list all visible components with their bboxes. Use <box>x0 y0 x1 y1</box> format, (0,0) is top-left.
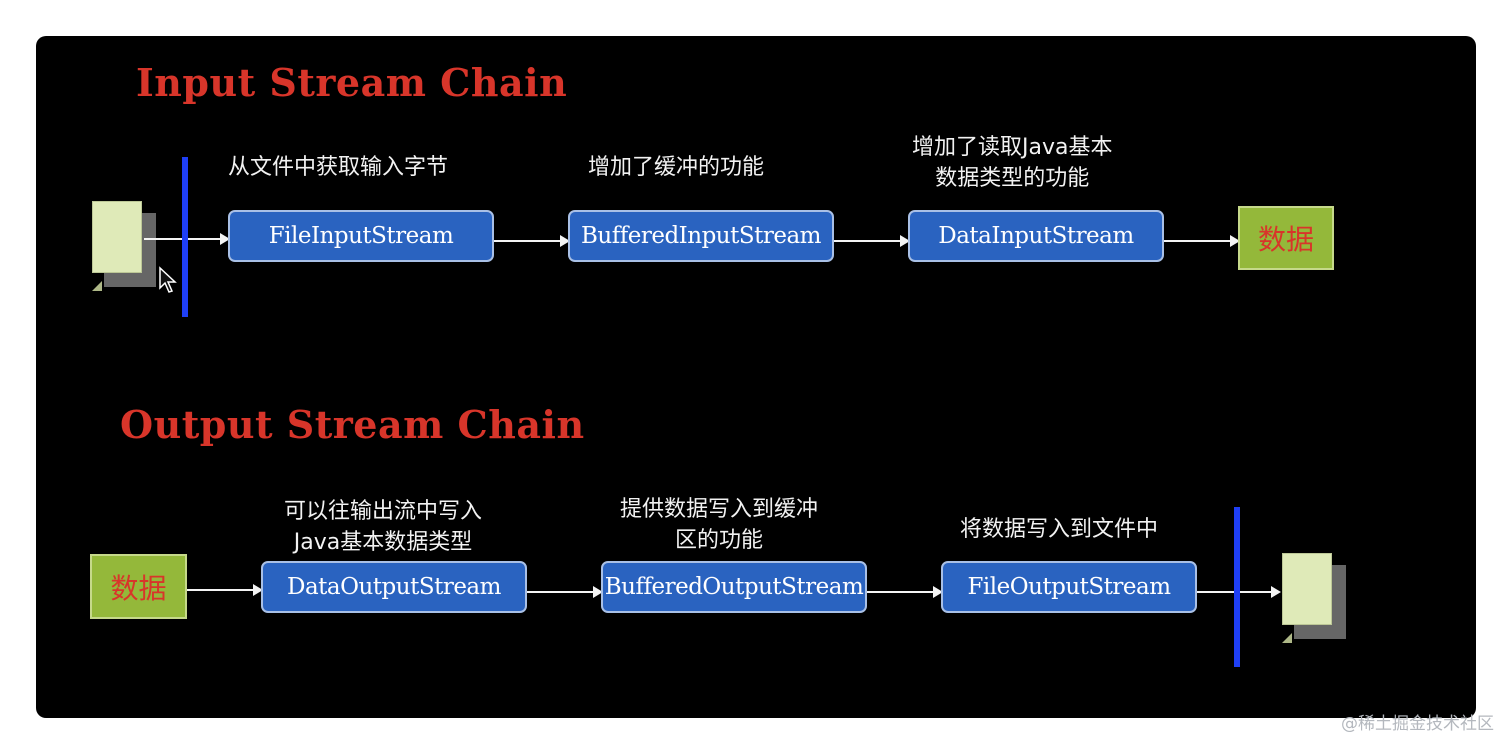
source-file-document-icon <box>92 201 156 291</box>
bufferedoutputstream-box: BufferedOutputStream <box>601 561 867 613</box>
input-caption-file: 从文件中获取输入字节 <box>228 155 449 180</box>
dataoutputstream-box: DataOutputStream <box>261 561 527 613</box>
output-caption-data: 可以往输出流中写入 Java基本数据类型 <box>284 499 483 555</box>
input-file-boundary-bar <box>182 157 188 317</box>
arrow-data-to-dataoutputstream <box>187 584 263 596</box>
output-source-data-box: 数据 <box>90 554 187 619</box>
input-result-data-box: 数据 <box>1238 206 1334 270</box>
fileinputstream-box: FileInputStream <box>228 210 494 262</box>
arrow-fileinputstream-to-buffered <box>494 235 570 247</box>
bufferedinputstream-box: BufferedInputStream <box>568 210 834 262</box>
arrow-bufferedoutput-to-fileoutput <box>867 586 943 598</box>
input-caption-data: 增加了读取Java基本 数据类型的功能 <box>912 135 1113 191</box>
fileoutputstream-box: FileOutputStream <box>941 561 1197 613</box>
input-caption-buffered: 增加了缓冲的功能 <box>588 155 765 180</box>
output-file-boundary-bar <box>1234 507 1240 667</box>
input-chain-title: Input Stream Chain <box>136 60 568 105</box>
arrow-dataoutput-to-bufferedoutput <box>527 586 603 598</box>
datainputstream-box: DataInputStream <box>908 210 1164 262</box>
output-caption-buffered: 提供数据写入到缓冲 区的功能 <box>620 497 819 553</box>
watermark: @稀土掘金技术社区 <box>1341 714 1494 734</box>
output-chain-title: Output Stream Chain <box>120 402 585 447</box>
target-file-document-icon <box>1282 553 1346 643</box>
slide: Input Stream Chain 从文件中获取输入字节 增加了缓冲的功能 增… <box>36 36 1476 718</box>
arrow-datainputstream-to-data <box>1164 235 1240 247</box>
cursor-icon <box>159 266 177 293</box>
output-caption-file: 将数据写入到文件中 <box>960 517 1159 542</box>
arrow-buffered-to-datainputstream <box>834 235 910 247</box>
